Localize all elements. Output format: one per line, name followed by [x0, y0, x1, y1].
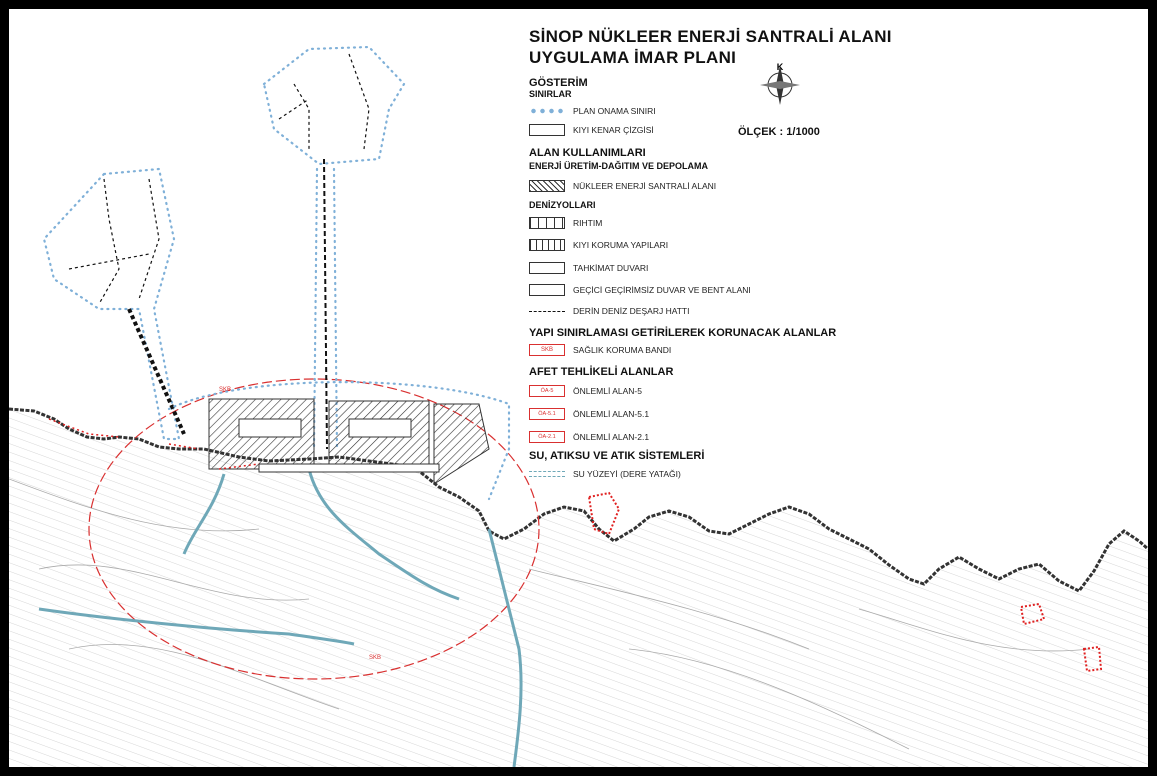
plan-boundary-right — [262, 45, 406, 166]
legend-label: PLAN ONAMA SINIRI — [573, 106, 656, 116]
legend-protected-heading: YAPI SINIRLAMASI GETİRİLEREK KORUNACAK A… — [529, 327, 837, 339]
stream — [38, 607, 355, 646]
map-title: SİNOP NÜKLEER ENERJİ SANTRALİ ALANI — [529, 27, 892, 46]
deep-sea-discharge-line — [323, 158, 328, 450]
health-band-symbol: SKB — [529, 344, 565, 356]
health-band-symbol-text: SKB — [540, 347, 553, 353]
health-protection-band — [88, 378, 540, 680]
quay — [238, 418, 302, 438]
coastal-protection-symbol — [529, 239, 565, 251]
hazard-area — [587, 491, 621, 536]
legend-land-use-heading: ALAN KULLANIMLARI — [529, 147, 646, 159]
legend-label: SU YÜZEYİ (DERE YATAĞI) — [573, 469, 681, 479]
coastline-symbol — [529, 124, 565, 136]
hazard-area — [1019, 602, 1046, 626]
legend-heading: GÖSTERİM — [529, 77, 588, 89]
legend-boundaries-heading: SINIRLAR — [529, 89, 572, 99]
legend-row: ÖA-5.1 ÖNLEMLİ ALAN-5.1 — [529, 407, 649, 421]
legend-label: KIYI KORUMA YAPILARI — [573, 240, 669, 250]
legend-row: SU YÜZEYİ (DERE YATAĞI) — [529, 467, 681, 481]
hazard-symbol-text: ÖA-2.1 — [538, 434, 556, 440]
legend-waterways-heading: DENİZYOLLARI — [529, 200, 596, 210]
plan-boundary-symbol — [529, 105, 565, 117]
stream — [487, 528, 523, 767]
coastline — [9, 407, 1148, 593]
skb-map-label: SKB — [219, 387, 231, 393]
scale-label: ÖLÇEK : 1/1000 — [738, 126, 820, 138]
hazard-area — [1082, 645, 1103, 673]
hazard-symbol: ÖA-2.1 — [529, 431, 565, 443]
legend-label: RIHTIM — [573, 218, 603, 228]
legend-label: TAHKİMAT DUVARI — [573, 263, 649, 273]
legend-row: KIYI KENAR ÇİZGİSİ — [529, 123, 654, 137]
legend-row: PLAN ONAMA SINIRI — [529, 104, 656, 118]
hazard-symbol: ÖA-5 — [529, 385, 565, 397]
legend-label: ÖNLEMLİ ALAN-5 — [573, 386, 642, 396]
legend-row: NÜKLEER ENERJİ SANTRALİ ALANI — [529, 179, 716, 193]
map-subtitle: UYGULAMA İMAR PLANI — [529, 48, 737, 67]
compass-icon — [760, 65, 800, 105]
legend-row: RIHTIM — [529, 216, 602, 230]
quay — [348, 418, 412, 438]
legend-row: KIYI KORUMA YAPILARI — [529, 238, 668, 252]
legend-row: ÖA-5 ÖNLEMLİ ALAN-5 — [529, 384, 642, 398]
legend-row: DERİN DENİZ DEŞARJ HATTI — [529, 304, 690, 318]
hazard-symbol-text: ÖA-5.1 — [538, 411, 556, 417]
nuclear-plant-symbol — [529, 180, 565, 192]
map-drawing: SKB SKB — [9, 45, 1148, 767]
legend-label: ÖNLEMLİ ALAN-5.1 — [573, 409, 650, 419]
legend-hazard-heading: AFET TEHLİKELİ ALANLAR — [529, 366, 674, 378]
hazard-symbol-text: ÖA-5 — [540, 388, 554, 394]
legend-label: DERİN DENİZ DEŞARJ HATTI — [573, 306, 690, 316]
hazard-symbol: ÖA-5.1 — [529, 408, 565, 420]
legend-row: SKB SAĞLIK KORUMA BANDI — [529, 343, 671, 357]
legend-label: SAĞLIK KORUMA BANDI — [573, 345, 672, 355]
land-area — [9, 409, 1148, 767]
stream — [182, 473, 226, 555]
legend-row: TAHKİMAT DUVARI — [529, 261, 648, 275]
stream — [307, 468, 460, 601]
legend-label: NÜKLEER ENERJİ SANTRALİ ALANI — [573, 181, 717, 191]
legend-row: GEÇİCİ GEÇİRİMSİZ DUVAR VE BENT ALANI — [529, 283, 751, 297]
plan-boundary-left — [42, 167, 181, 441]
legend-energy-heading: ENERJİ ÜRETİM-DAĞITIM VE DEPOLAMA — [529, 161, 709, 171]
skb-map-label: SKB — [369, 655, 381, 661]
map-canvas[interactable]: SKB SKB SİNOP NÜKLEER ENERJİ SANTRALİ AL… — [9, 9, 1148, 767]
discharge-line-symbol — [529, 310, 565, 312]
quay-symbol — [529, 217, 565, 229]
legend-label: GEÇİCİ GEÇİRİMSİZ DUVAR VE BENT ALANI — [573, 285, 751, 295]
plan-boundary-coast — [167, 380, 511, 501]
legend-row: ÖA-2.1 ÖNLEMLİ ALAN-2.1 — [529, 430, 649, 444]
coastal-protection — [433, 403, 490, 485]
north-arrow: K — [757, 62, 803, 120]
legend-label: ÖNLEMLİ ALAN-2.1 — [573, 432, 650, 442]
revetment-wall-symbol — [529, 262, 565, 274]
temporary-wall-symbol — [529, 284, 565, 296]
stream-symbol — [529, 471, 565, 477]
deep-sea-discharge-line — [127, 308, 186, 435]
legend-label: KIYI KENAR ÇİZGİSİ — [573, 125, 654, 135]
legend-water-heading: SU, ATIKSU VE ATIK SİSTEMLERİ — [529, 450, 705, 462]
